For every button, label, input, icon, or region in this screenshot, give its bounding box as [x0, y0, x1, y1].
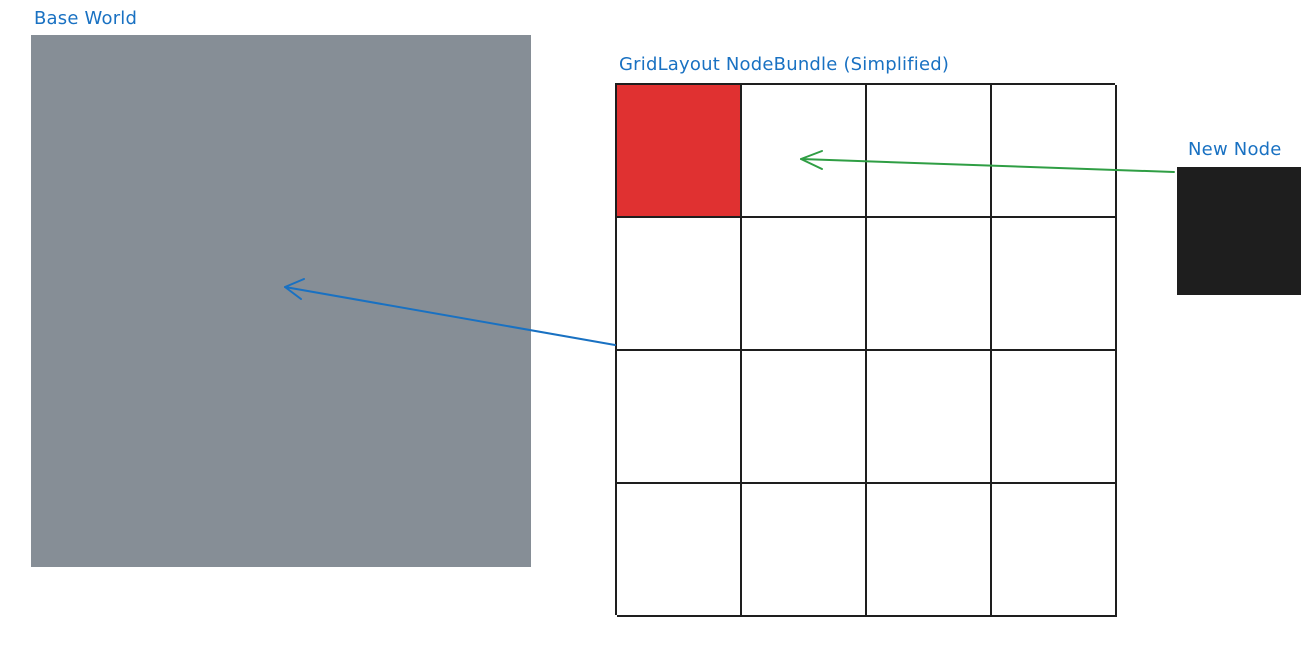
grid-cell-occupied — [617, 85, 742, 218]
new-node-label: New Node — [1188, 139, 1282, 160]
grid-cell — [742, 218, 867, 351]
grid-cell — [742, 484, 867, 617]
grid-cell — [867, 218, 992, 351]
grid-cell — [742, 85, 867, 218]
base-world-rectangle — [31, 35, 531, 567]
grid-cell — [992, 218, 1117, 351]
grid-cell — [617, 351, 742, 484]
grid-cell — [867, 85, 992, 218]
grid-layout-node-bundle — [615, 83, 1117, 617]
grid-cell — [867, 351, 992, 484]
grid-cell — [992, 351, 1117, 484]
base-world-label: Base World — [34, 8, 138, 29]
grid-cell — [867, 484, 992, 617]
grid-cell — [992, 85, 1117, 218]
grid-layout-label: GridLayout NodeBundle (Simplified) — [619, 54, 950, 75]
grid-cell — [992, 484, 1117, 617]
new-node-rectangle — [1177, 167, 1301, 295]
grid-cell — [742, 351, 867, 484]
grid-cell — [617, 484, 742, 617]
grid-cell — [617, 218, 742, 351]
